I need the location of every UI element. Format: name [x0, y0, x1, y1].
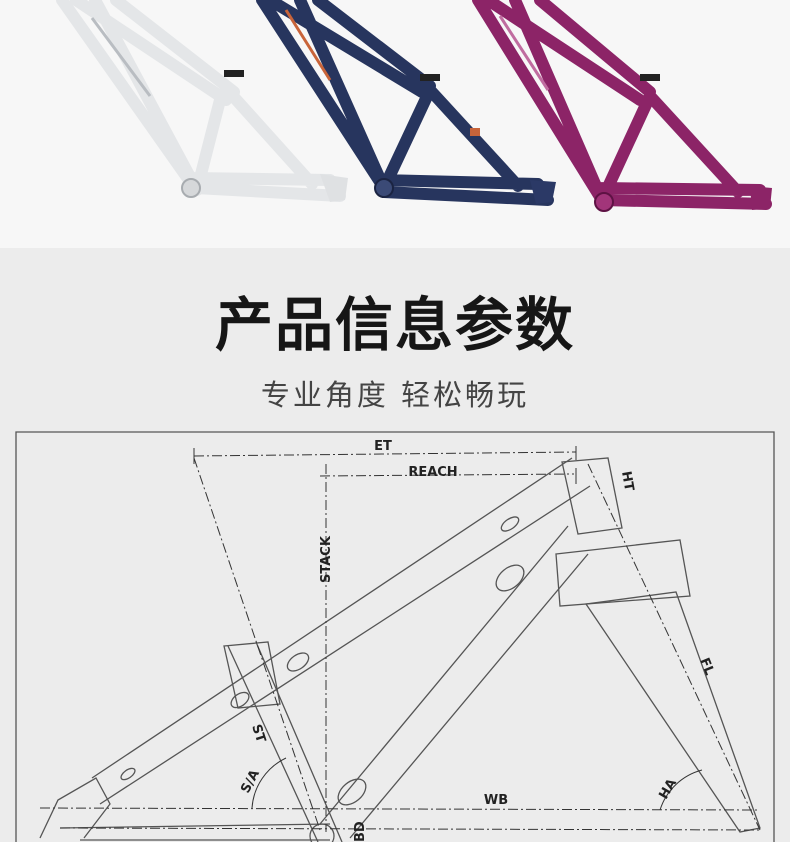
page-subtitle: 专业角度 轻松畅玩	[260, 378, 530, 412]
label-sa: S/A	[238, 767, 263, 795]
label-reach: REACH	[408, 465, 457, 480]
label-bd: BD	[353, 821, 368, 842]
label-wb: WB	[484, 793, 508, 808]
label-st: ST	[248, 723, 268, 745]
label-fl: FL	[696, 656, 716, 678]
white-frame	[56, 0, 348, 202]
product-photo	[0, 0, 790, 248]
geometry-diagram: ET REACH STACK HT FL ST S/A WB HA BD	[15, 431, 775, 842]
purple-frame	[472, 0, 772, 212]
label-stack: STACK	[319, 535, 334, 583]
label-ha: HA	[656, 776, 679, 802]
page-title: 产品信息参数	[214, 291, 575, 359]
blue-frame	[256, 0, 556, 206]
label-et: ET	[374, 439, 392, 454]
label-ht: HT	[618, 470, 636, 492]
